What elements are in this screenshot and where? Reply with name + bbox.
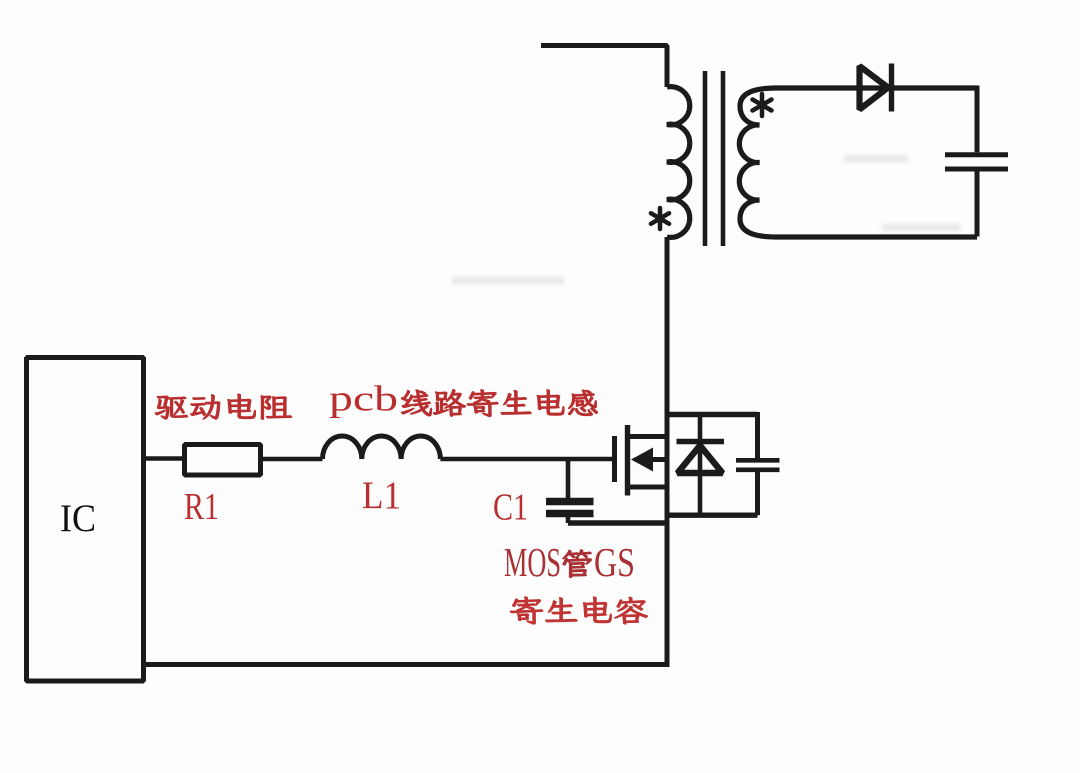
svg-text:R1: R1 (184, 486, 219, 528)
svg-text:pcb: pcb (329, 379, 398, 419)
svg-text:L1: L1 (362, 474, 401, 517)
svg-text:C1: C1 (493, 487, 528, 529)
svg-text:GS: GS (594, 539, 635, 585)
svg-text:IC: IC (60, 497, 96, 540)
svg-text:MOS: MOS (504, 539, 561, 585)
